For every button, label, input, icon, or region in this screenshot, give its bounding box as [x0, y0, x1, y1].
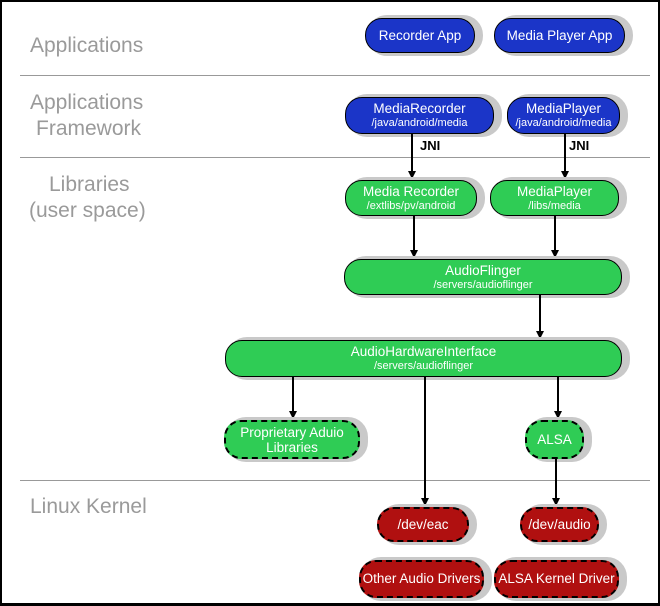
divider-line — [20, 480, 650, 481]
node-title: Other Audio Drivers — [362, 571, 481, 586]
arrow-down — [561, 134, 568, 179]
arrow-down — [552, 459, 559, 506]
node-title: MediaPlayer — [516, 183, 593, 199]
jni-label: JNI — [420, 138, 441, 153]
node-mediaplayer-lib: MediaPlayer /libs/media — [490, 180, 619, 216]
node-title: MediaPlayer — [525, 101, 602, 116]
node-subtitle: /servers/audioflinger — [433, 278, 533, 291]
node-title: Recorder App — [378, 27, 462, 43]
node-mediarecorder-framework: MediaRecorder /java/android/media — [345, 97, 494, 134]
node-title: ALSA — [537, 431, 572, 447]
arrow-down — [551, 216, 558, 258]
node-audio-hardware-interface: AudioHardwareInterface /servers/audiofli… — [225, 340, 622, 377]
jni-label: JNI — [569, 138, 590, 153]
section-label-applications: Applications — [30, 34, 144, 57]
node-other-audio-drivers: Other Audio Drivers — [359, 560, 484, 598]
node-title: MediaRecorder — [373, 101, 466, 116]
section-label-libraries-line2: (user space) — [29, 199, 146, 222]
node-title: AudioHardwareInterface — [350, 344, 497, 359]
divider-line — [20, 157, 650, 158]
section-label-applications-framework-line1: Applications — [30, 91, 144, 114]
node-recorder-app: Recorder App — [365, 18, 475, 53]
arrow-down — [289, 377, 296, 419]
node-dev-eac: /dev/eac — [377, 507, 469, 542]
node-dev-audio: /dev/audio — [520, 507, 599, 542]
arrow-down — [421, 377, 428, 506]
node-title: Media Recorder — [362, 183, 460, 199]
node-title: /dev/eac — [397, 516, 449, 532]
node-title: ALSA Kernel Driver — [498, 571, 615, 586]
node-subtitle: /extlibs/pv/android — [366, 199, 456, 212]
node-subtitle: /servers/audioflinger — [373, 360, 474, 372]
node-alsa-kernel-driver: ALSA Kernel Driver — [494, 560, 619, 598]
arrow-down — [536, 295, 543, 339]
node-alsa: ALSA — [525, 420, 584, 459]
arrow-down — [410, 216, 417, 258]
node-subtitle: /java/android/media — [515, 117, 612, 129]
divider-line — [20, 75, 650, 76]
node-title: Media Player App — [506, 27, 613, 43]
arrow-down — [408, 134, 415, 179]
node-title: Proprietary Aduio Libraries — [240, 424, 344, 455]
node-subtitle: /libs/media — [528, 199, 581, 212]
node-title: AudioFlinger — [445, 262, 521, 278]
node-subtitle: /java/android/media — [371, 117, 468, 129]
node-mediaplayer-framework: MediaPlayer /java/android/media — [507, 97, 620, 134]
section-label-libraries-line1: Libraries — [49, 173, 130, 196]
node-proprietary-audio-libraries: Proprietary Aduio Libraries — [224, 420, 360, 459]
arrow-down — [554, 377, 561, 419]
section-label-linux-kernel: Linux Kernel — [30, 495, 147, 518]
node-media-recorder-lib: Media Recorder /extlibs/pv/android — [345, 180, 477, 216]
node-title: /dev/audio — [528, 516, 591, 532]
node-media-player-app: Media Player App — [494, 18, 625, 53]
section-label-applications-framework-line2: Framework — [36, 117, 142, 140]
node-audioflinger: AudioFlinger /servers/audioflinger — [344, 259, 622, 295]
